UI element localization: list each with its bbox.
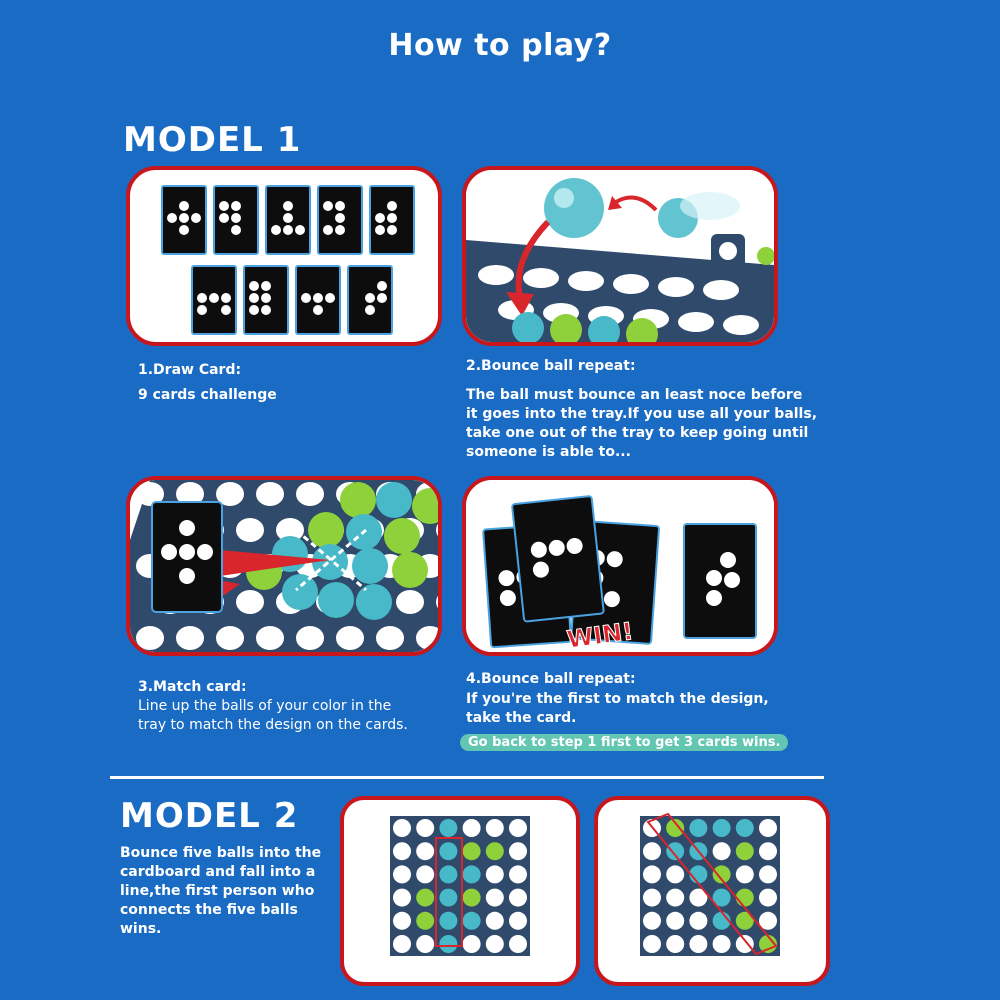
arrow-icon [515, 219, 551, 299]
arrow-icon [220, 550, 330, 576]
panel-diagonal-line [594, 796, 830, 986]
match-illustration [130, 480, 438, 652]
model2-heading: MODEL 2 [120, 796, 299, 836]
bounce-illustration [466, 170, 774, 342]
pattern-card [317, 185, 363, 255]
step4-text: If you're the first to match the design,… [466, 691, 769, 726]
page-title: How to play? [388, 28, 612, 63]
step1-text: 9 cards challenge [138, 387, 277, 403]
cards-illustration [161, 185, 415, 335]
pattern-card [161, 185, 207, 255]
pattern-card [347, 265, 393, 335]
pattern-card [369, 185, 415, 255]
tray-grid [466, 234, 774, 342]
step3-text: Line up the balls of your color in the t… [138, 698, 408, 733]
ball-teal-icon [544, 178, 604, 238]
pattern-card [265, 185, 311, 255]
won-card [683, 523, 757, 639]
panel-draw-card [126, 166, 442, 346]
step2-text: The ball must bounce an least noce befor… [466, 387, 818, 460]
pattern-card [295, 265, 341, 335]
panel-match-card [126, 476, 442, 656]
model1-heading: MODEL 1 [123, 120, 302, 160]
pattern-card [191, 265, 237, 335]
step1-title: 1.Draw Card: [138, 362, 242, 378]
panel-vertical-line [340, 796, 580, 986]
model2-text: Bounce five balls into the cardboard and… [120, 845, 322, 937]
card-stack [482, 495, 660, 649]
win-condition-badge: Go back to step 1 first to get 3 cards w… [460, 734, 789, 751]
pattern-card [213, 185, 259, 255]
pattern-card [151, 501, 223, 613]
step4-title: 4.Bounce ball repeat: [466, 671, 636, 687]
pattern-card [243, 265, 289, 335]
arrow-icon [614, 195, 658, 212]
section-divider [110, 776, 824, 779]
win-illustration: WIN! [466, 480, 774, 652]
panel-win: WIN! [462, 476, 778, 656]
step3-title: 3.Match card: [138, 679, 247, 695]
vertical-line-illustration [390, 816, 530, 956]
panel-bounce-ball [462, 166, 778, 346]
step2-title: 2.Bounce ball repeat: [466, 358, 636, 374]
diagonal-line-illustration [640, 812, 780, 956]
